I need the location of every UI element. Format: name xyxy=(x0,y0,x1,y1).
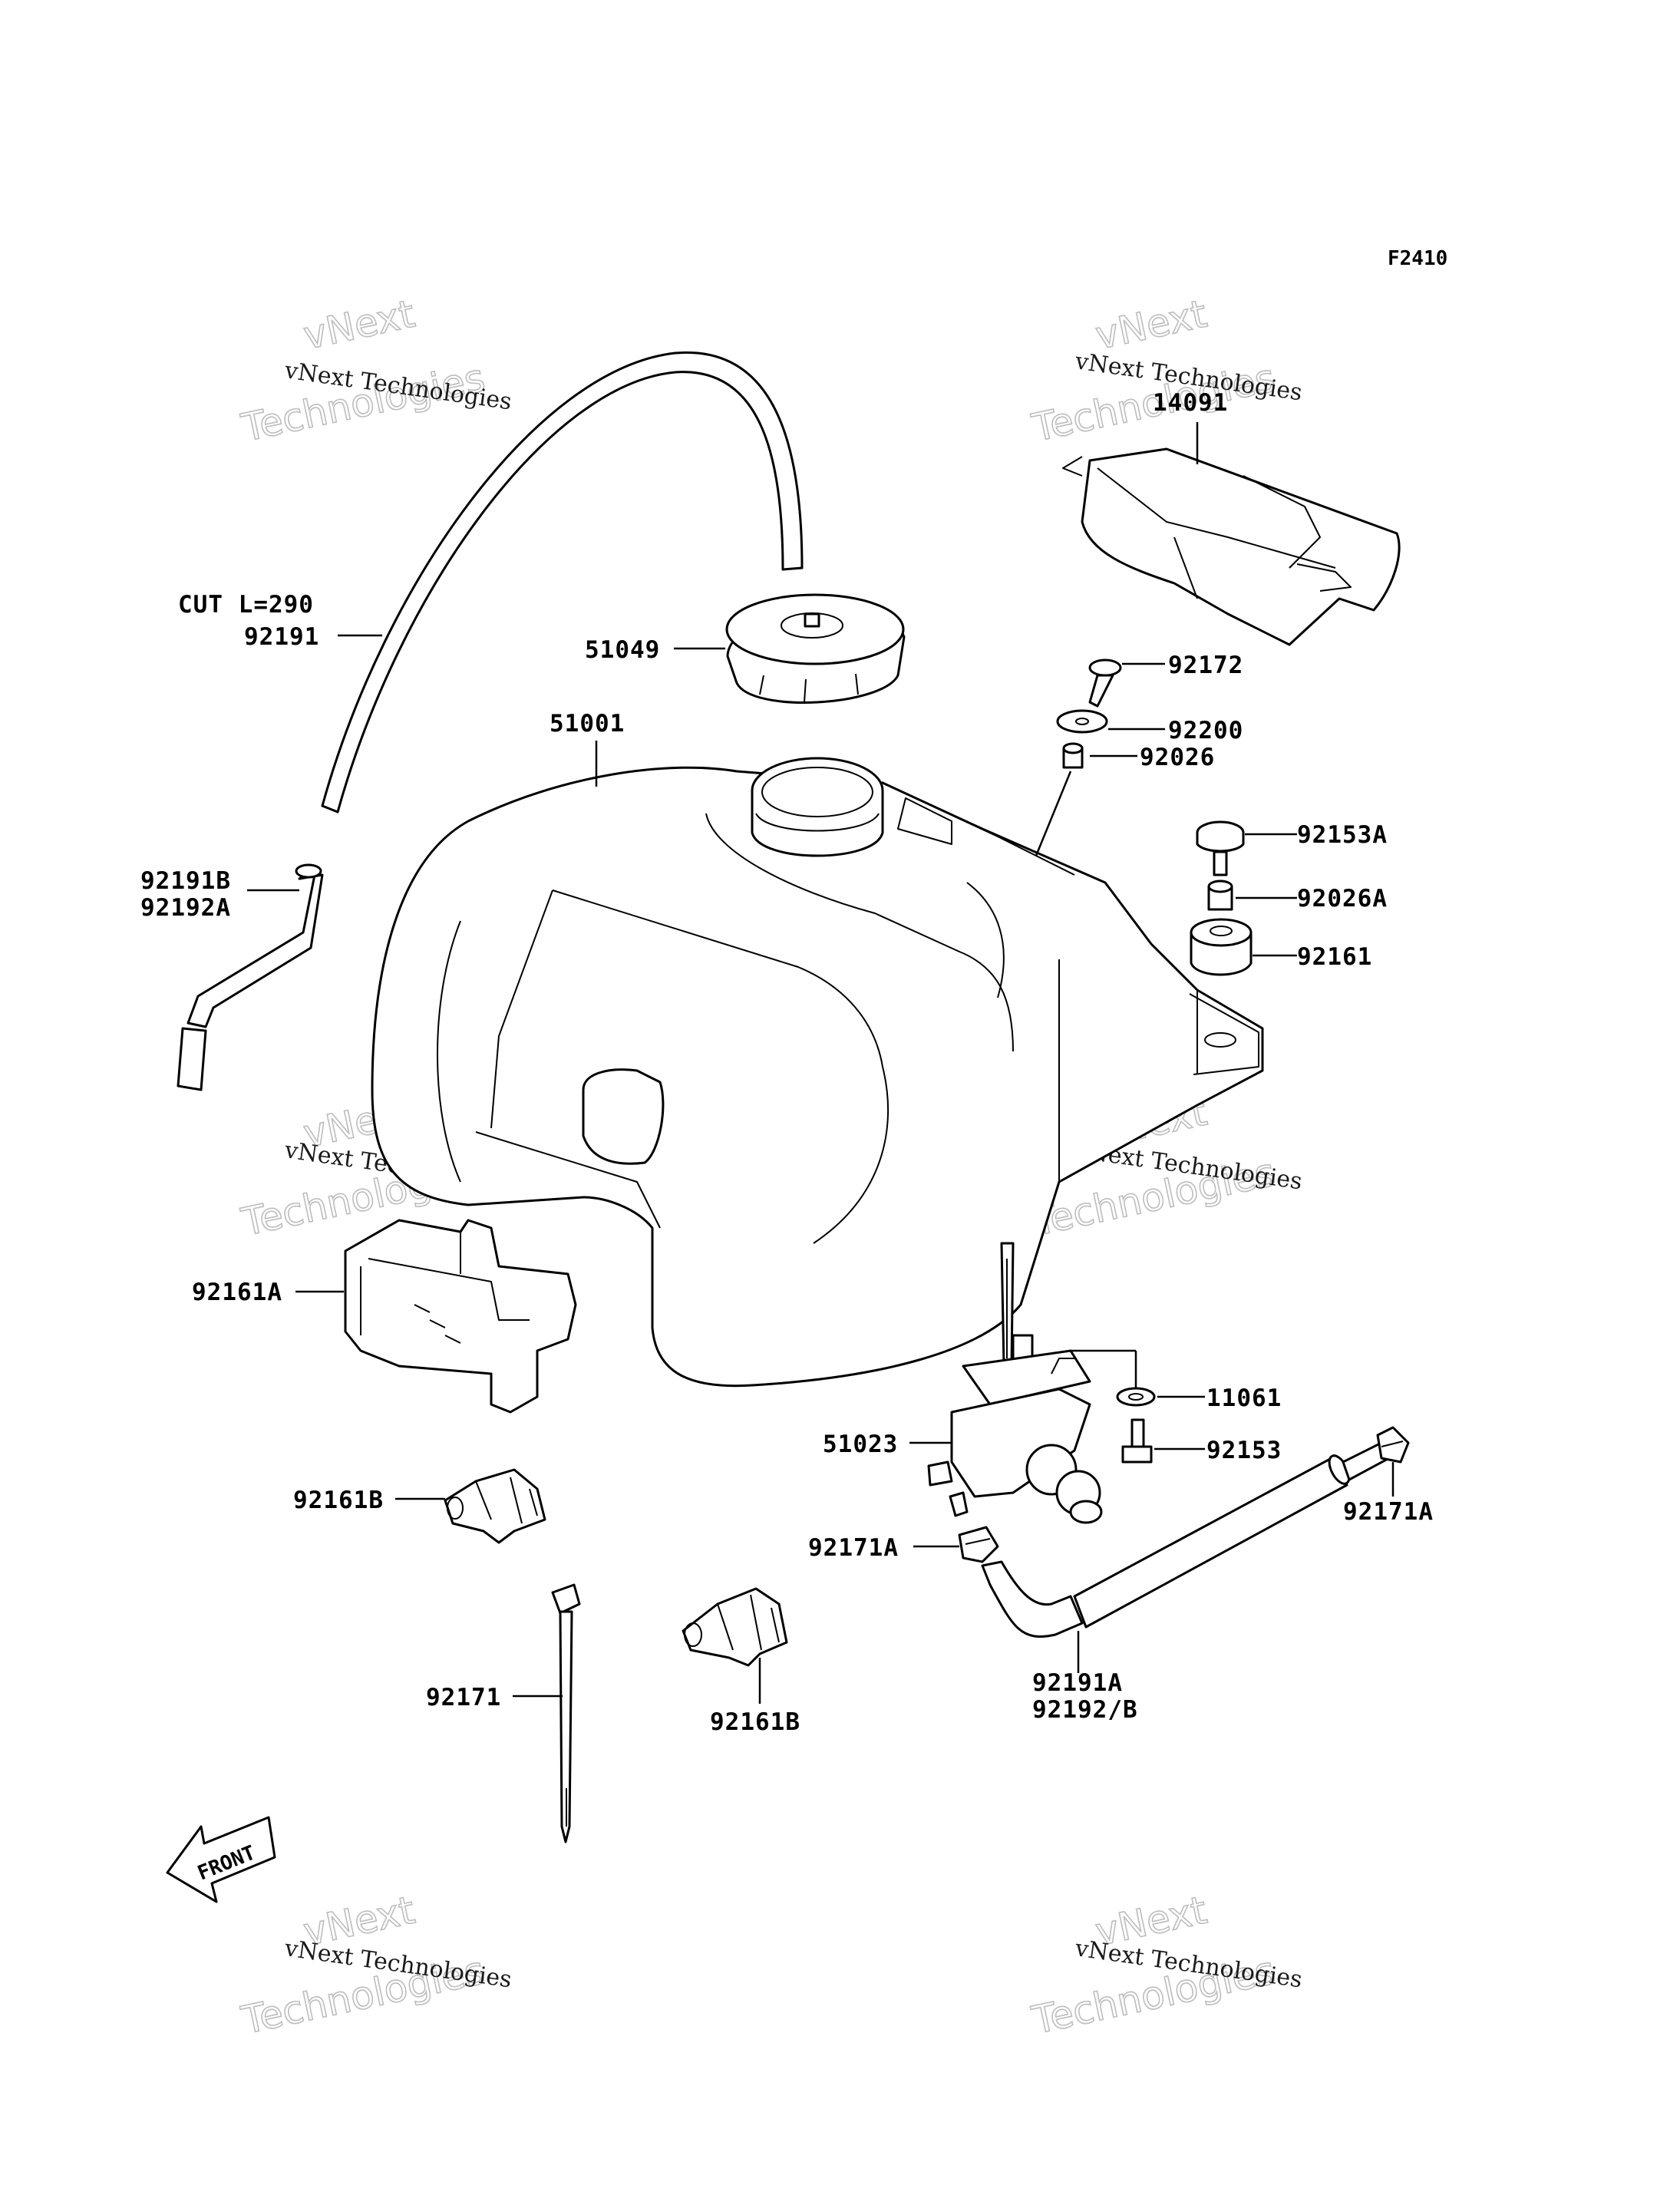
bracket-92161A xyxy=(344,1219,577,1414)
watermark-top-right: vNext Technologies vNext Technologies xyxy=(1028,291,1304,451)
short-hose-92191B xyxy=(177,863,324,1091)
washer-92200 xyxy=(1056,709,1108,734)
label-92153: 92153 xyxy=(1206,1437,1282,1464)
washer-11061 xyxy=(1116,1387,1156,1407)
label-cut-length: CUT L=290 xyxy=(178,591,314,619)
label-92192A: 92192A xyxy=(140,894,231,922)
collar-92026 xyxy=(1062,742,1084,769)
front-direction-arrow: FRONT xyxy=(166,1816,276,1903)
leader-92026-to-tank xyxy=(1035,771,1072,856)
svg-text:vNext: vNext xyxy=(299,292,418,358)
label-92172: 92172 xyxy=(1168,652,1243,679)
watermark-bottom-right: vNext Technologies vNext Technologies xyxy=(1028,1887,1304,2044)
clamp-92171A-right xyxy=(1376,1426,1410,1464)
label-51023: 51023 xyxy=(823,1431,898,1458)
svg-text:vNext: vNext xyxy=(1091,292,1210,358)
breather-hose-92191 xyxy=(321,351,804,814)
label-92171: 92171 xyxy=(426,1684,501,1711)
label-92026: 92026 xyxy=(1140,744,1215,771)
label-51001: 51001 xyxy=(550,710,625,738)
label-14091: 14091 xyxy=(1153,389,1228,417)
grommet-92161 xyxy=(1190,918,1253,976)
label-92026A: 92026A xyxy=(1297,885,1388,913)
watermark-bottom-left: vNext Technologies vNext Technologies xyxy=(237,1887,513,2044)
collar-92026A xyxy=(1207,880,1233,911)
label-92171A-right: 92171A xyxy=(1343,1498,1434,1526)
label-92191B: 92191B xyxy=(140,867,231,895)
fuel-cock-51023 xyxy=(927,1242,1103,1524)
label-92191: 92191 xyxy=(244,623,319,651)
label-92192B: 92192/B xyxy=(1032,1696,1138,1724)
label-92161A: 92161A xyxy=(192,1279,282,1306)
clip-92161B-bottom xyxy=(682,1587,788,1667)
fuel-tank-51001 xyxy=(371,757,1264,1388)
fuel-cap-51049 xyxy=(725,593,906,704)
clamp-92171A-left xyxy=(958,1526,999,1563)
label-92171A-left: 92171A xyxy=(808,1534,899,1562)
watermark-top-left: vNext Technologies vNext Technologies xyxy=(237,291,513,451)
label-92191A: 92191A xyxy=(1032,1669,1123,1697)
label-92161B-top: 92161B xyxy=(293,1487,384,1514)
label-92161: 92161 xyxy=(1297,943,1372,971)
label-51049: 51049 xyxy=(585,636,660,664)
bolt-92153A xyxy=(1196,820,1245,876)
label-92153A: 92153A xyxy=(1297,821,1388,849)
bolt-92153 xyxy=(1121,1418,1153,1464)
label-92161B-bottom: 92161B xyxy=(710,1708,800,1736)
clip-92161B-top xyxy=(444,1468,546,1544)
fuel-hose-92191A xyxy=(981,1441,1391,1638)
cable-tie-92171 xyxy=(551,1583,581,1843)
diagram-ref-code: F2410 xyxy=(1388,247,1447,270)
screw-92172 xyxy=(1088,658,1122,708)
label-11061: 11061 xyxy=(1206,1384,1282,1412)
cover-14091 xyxy=(1062,447,1401,646)
label-92200: 92200 xyxy=(1168,717,1243,744)
